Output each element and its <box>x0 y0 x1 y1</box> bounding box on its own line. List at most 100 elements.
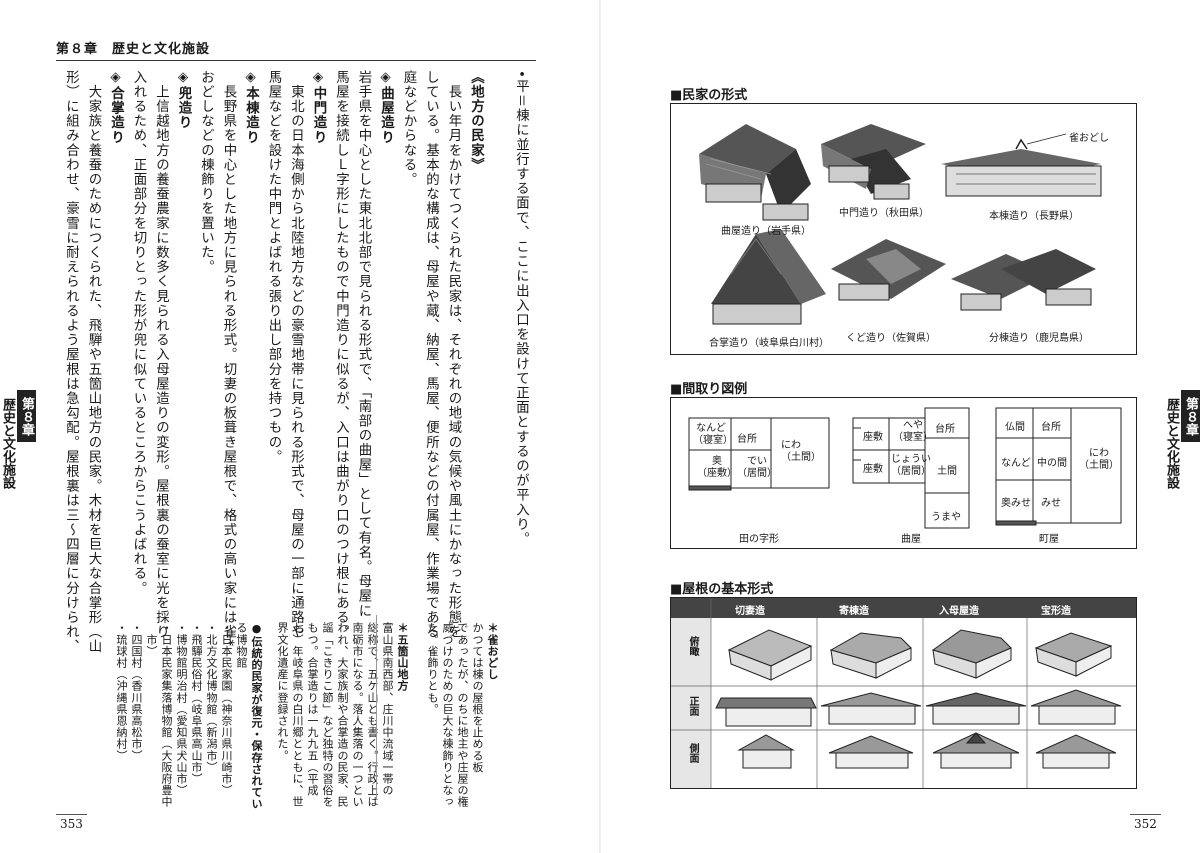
body-column: 形）に組み合わせ、豪雪に耐えられるよう屋根は急勾配。屋根裏は三～四層に分けられ、 <box>63 70 78 654</box>
room-dei: でい （居間） <box>737 456 777 479</box>
roof-col-kirizuma: 切妻造 <box>735 606 765 617</box>
body-column: 長い年月をかけてつくられた民家は、それぞれの地域の気候や風土にかなった形態を <box>445 70 461 640</box>
body-column: おどしなどの棟飾りを置いた。 <box>198 70 213 275</box>
museum-list-column: る博物館 <box>235 622 248 669</box>
footnote-column: 富山県南西部、庄川中流域一帯の <box>381 622 394 796</box>
footnote-column: 七）年岐阜県の白川郷とともに、世 <box>291 622 304 808</box>
museum-list-column: ●伝統的民家が復元・保存されてい <box>250 622 263 810</box>
body-column: 大家族と養蚕のためにつくられた、飛騨や五箇山地方の民家。木材を巨大な合掌形（山 <box>85 70 101 654</box>
body-column: 馬屋を接続しＬ字形にしたもので中門造りに似るが、入口は曲がり口のつけ根にある。 <box>333 70 348 640</box>
chapter-rule <box>56 60 536 61</box>
chapter-heading: 第８章 歴史と文化施設 <box>56 42 211 57</box>
body-column: 上信越地方の養蚕農家に数多く見られる入母屋造りの変形。屋根裏の蚕室に光を採り <box>153 70 168 640</box>
room-naka-no-ma: 中の間 <box>1037 458 1067 469</box>
house-gassho-illustration <box>711 229 826 325</box>
museum-list-column: ・琉球村（沖縄県恩納村） <box>115 622 128 762</box>
section-heading: 《地方の民家》 <box>468 70 483 173</box>
room-zashiki-2: 座敷 <box>863 464 883 475</box>
room-nando: なんど （寝室） <box>693 423 733 446</box>
roof-col-hogyo: 宝形造 <box>1041 606 1071 617</box>
section-heading: ◈兜造り <box>175 70 191 130</box>
roof-diagrams <box>671 598 1136 788</box>
section-heading: ◈中門造り <box>310 70 326 145</box>
section-title-roof-forms: ■屋根の基本形式 <box>670 582 774 597</box>
page-number-left: 353 <box>56 814 87 833</box>
callout-suzume-odoshi: 雀おどし <box>1069 133 1109 144</box>
body-column: 東北の日本海側から北陸地方などの豪雪地帯に見られる形式で、母屋の一部に通路や <box>288 70 303 640</box>
room-oku-mise: 奥みせ <box>1001 498 1031 509</box>
footnote-column: 界文化遺産に登録された。 <box>276 622 289 762</box>
house-kudo-illustration <box>831 239 946 301</box>
caption-honmune: 本棟造り（長野県） <box>989 211 1079 222</box>
museum-list-column: ・飛驒民俗村（岐阜県高山市） <box>190 622 203 785</box>
room-joui: じょうい （居間） <box>891 454 931 477</box>
caption-buntou: 分棟造り（鹿児島県） <box>989 333 1089 344</box>
left-page: 第８章 歴史と文化施設 •平＝棟に並行する面で、ここに出入口を設けて正面とするの… <box>0 42 536 833</box>
roof-forms-frame: 切妻造 寄棟造 入母屋造 宝形造 俯瞰 正面 側面 <box>670 597 1137 789</box>
room-mise: みせ <box>1041 498 1061 509</box>
roof-col-irimoya: 入母屋造 <box>939 606 979 617</box>
right-page: ■民家の形式 <box>600 0 1200 853</box>
page-number-right: 352 <box>1130 814 1161 833</box>
room-daidokoro-3: 台所 <box>1041 422 1061 433</box>
museum-list-column: ・北方文化博物館（新潟市） <box>205 622 218 773</box>
footnote-column: 南砺市になる。落人集落の一つとい <box>351 622 364 808</box>
page-gutter <box>599 0 601 853</box>
caption-magariya: 曲屋造り（岩手県） <box>721 226 811 237</box>
footnote-column: もつ。合掌造りは一九九五（平成 <box>306 622 319 796</box>
footnote-column: われ、大家族制や合掌造の民家、民 <box>336 622 349 808</box>
footnote-column: であったが、のちに地主や庄屋の権 <box>456 622 469 808</box>
note-separator <box>376 615 377 800</box>
caption-chumon: 中門造り（秋田県） <box>839 208 929 219</box>
museum-list-column: 市） <box>145 622 158 657</box>
house-magariya-illustration <box>699 124 811 221</box>
room-nando-3: なんど <box>1001 458 1031 469</box>
section-title-floor-plans: ■間取り図例 <box>670 382 748 397</box>
roof-col-yosemune: 寄棟造 <box>839 606 869 617</box>
roof-row-fukan: 俯瞰 <box>687 636 698 656</box>
museum-list-column: ・日本民家園（神奈川県川崎市） <box>220 622 233 796</box>
caption-kudo: くど造り（佐賀県） <box>846 333 936 344</box>
footnote-column: かつては棟の屋根を止める板 <box>471 622 484 773</box>
footnote-column: ＊雀おどし <box>486 622 499 680</box>
roof-table-row-header-bg <box>671 598 711 788</box>
section-heading: ◈本棟造り <box>243 70 258 145</box>
house-illustrations <box>699 124 1102 325</box>
room-butsuma: 仏間 <box>1005 422 1025 433</box>
chapter-tab-label: 歴史と文化施設 <box>1164 398 1179 489</box>
chapter-tab-number: 第８章 <box>17 390 36 442</box>
roof-row-sokumen: 側面 <box>687 743 698 763</box>
room-daidokoro: 台所 <box>737 434 757 445</box>
body-column: 入れるため、正面部分を切りとった形が兜に似ているところからこうよばれる。 <box>130 70 146 596</box>
chapter-tab-label: 歴史と文化施設 <box>0 398 15 489</box>
floor-plans-frame: なんど （寝室） 台所 にわ （土間） 奥 （座敷） でい （居間） 田の字形 … <box>670 397 1137 549</box>
body-column: 馬屋などを設けた中門とよばれる張り出し部分を持つもの。 <box>265 70 281 465</box>
room-oku: 奥 （座敷） <box>697 456 737 479</box>
section-heading: ◈合掌造り <box>108 70 123 145</box>
caption-gassho: 合掌造り（岐阜県白川村） <box>709 338 829 349</box>
house-chumon-illustration <box>821 124 926 200</box>
floor-plan-drawings <box>688 407 1122 529</box>
roof-row-shomen: 正面 <box>687 696 698 716</box>
roof-table-header <box>671 598 1136 618</box>
plan-caption-machiya: 町屋 <box>1039 534 1059 545</box>
room-daidokoro-2: 台所 <box>935 424 955 435</box>
footnote-column: 謡「こきりこ節」など独特の習俗を <box>321 622 334 808</box>
chapter-tab-number: 第８章 <box>1181 390 1200 442</box>
section-heading: ◈曲屋造り <box>378 70 393 145</box>
footnote-column: 総称で、五ケ山とも書く。行政上は <box>366 622 379 808</box>
room-niwa-3: にわ （土間） <box>1079 448 1119 471</box>
chapter-tab-right: 第８章 歴史と文化施設 <box>1164 390 1200 489</box>
body-column: 庭などからなる。 <box>400 70 416 187</box>
plan-caption-tanoji: 田の字形 <box>739 534 779 545</box>
footnote-column: 威づけのための巨大な棟飾りとなっ <box>441 622 454 808</box>
room-niwa: にわ （土間） <box>781 440 821 463</box>
room-doma: 土間 <box>937 466 957 477</box>
footnote-column: た。雀飾りとも。 <box>426 622 439 715</box>
body-column: している。基本的な構成は、母屋や蔵、納屋、馬屋、便所などの付属屋、作業場である <box>423 70 438 640</box>
plan-caption-magariya: 曲屋 <box>901 534 921 545</box>
museum-list-column: ・日本民家集落博物館（大阪府豊中 <box>160 622 173 808</box>
body-column: 岩手県を中心とした東北北部で見られる形式で、「南部の曲屋」として有名。母屋に <box>355 70 371 619</box>
chapter-tab-left: 第８章 歴史と文化施設 <box>0 390 36 489</box>
footnote-column: ＊五箇山地方 <box>396 622 409 692</box>
